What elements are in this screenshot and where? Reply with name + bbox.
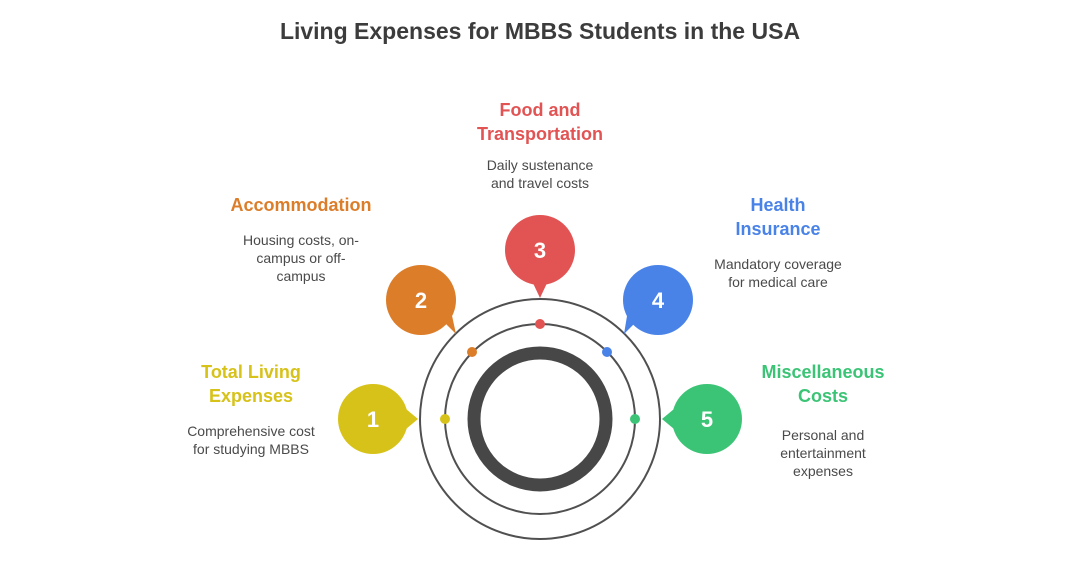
svg-text:4: 4 bbox=[652, 288, 665, 313]
connector-dot-2 bbox=[467, 347, 477, 357]
svg-text:3: 3 bbox=[534, 238, 546, 263]
item-description: Comprehensive cost for studying MBBS bbox=[187, 423, 315, 457]
item-description: Daily sustenance and travel costs bbox=[486, 157, 594, 191]
item-description: Personal and entertainment expenses bbox=[780, 427, 866, 479]
badge-4: 4 bbox=[623, 265, 693, 335]
page-title: Living Expenses for MBBS Students in the… bbox=[279, 18, 801, 44]
item-title: Accommodation bbox=[230, 195, 372, 215]
item-health-insurance: Health Insurance Mandatory coverage for … bbox=[700, 193, 856, 291]
svg-text:2: 2 bbox=[415, 288, 427, 313]
outer-ring bbox=[419, 298, 661, 540]
item-title: Total Living Expenses bbox=[201, 362, 301, 406]
connector-dot-5 bbox=[630, 414, 640, 424]
connector-dot-4 bbox=[602, 347, 612, 357]
inner-ring bbox=[467, 346, 613, 492]
badge-3: 3 bbox=[505, 215, 575, 298]
svg-text:1: 1 bbox=[367, 407, 379, 432]
item-title: Food and Transportation bbox=[476, 100, 603, 144]
item-total-living-expenses: Total Living Expenses Comprehensive cost… bbox=[170, 360, 332, 458]
item-food-and-transportation: Food and Transportation Daily sustenance… bbox=[452, 98, 628, 192]
item-accommodation: Accommodation Housing costs, on- campus … bbox=[218, 193, 384, 285]
item-miscellaneous-costs: Miscellaneous Costs Personal and enterta… bbox=[742, 360, 904, 480]
item-description: Mandatory coverage for medical care bbox=[714, 256, 842, 290]
item-description: Housing costs, on- campus or off- campus bbox=[243, 232, 359, 284]
badge-2: 2 bbox=[386, 265, 456, 335]
connector-dot-3 bbox=[535, 319, 545, 329]
badge-1: 1 bbox=[338, 384, 418, 454]
connector-dot-1 bbox=[440, 414, 450, 424]
badge-5: 5 bbox=[662, 384, 742, 454]
item-title: Health Insurance bbox=[735, 195, 821, 239]
item-title: Miscellaneous Costs bbox=[761, 362, 885, 406]
svg-text:5: 5 bbox=[701, 407, 713, 432]
